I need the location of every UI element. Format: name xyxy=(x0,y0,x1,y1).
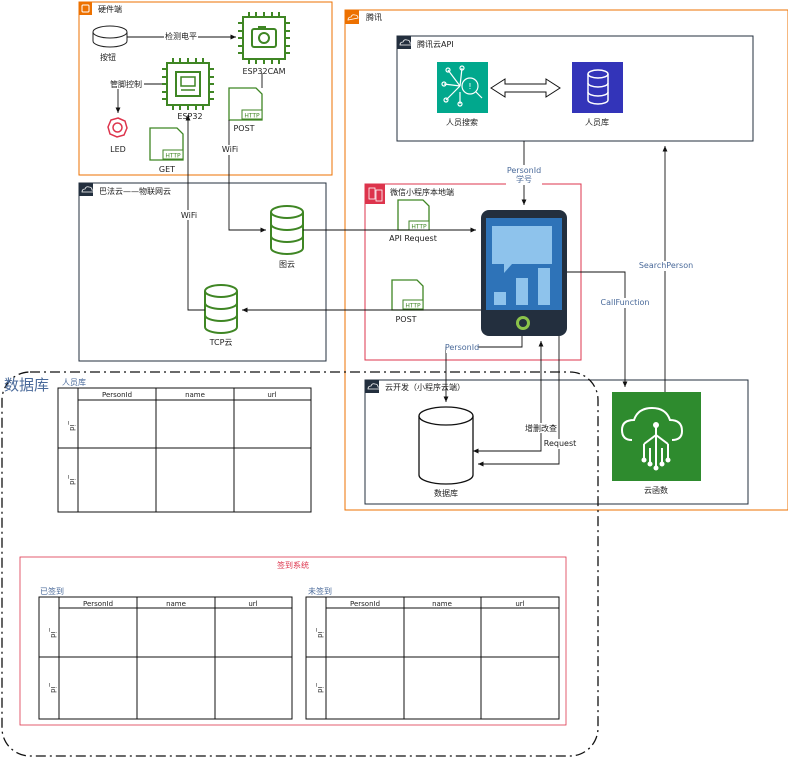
image-cloud-db-icon: 图云 xyxy=(270,205,304,269)
hardware-group-label: 硬件端 xyxy=(98,4,122,14)
tencent-api-group: 腾讯云API xyxy=(396,35,754,142)
unchecked-row-label: _id xyxy=(316,682,324,693)
get-label: GET xyxy=(159,165,175,174)
button-node: 按钮 xyxy=(92,25,128,62)
checked-header-url: url xyxy=(248,600,257,608)
esp32-label: ESP32 xyxy=(177,112,202,121)
database-group: 数据库 xyxy=(1,371,599,757)
person-lib-db-icon: 人员库 xyxy=(572,62,623,127)
unchecked-header-name: name xyxy=(432,600,452,608)
checked-header-personid: PersonId xyxy=(83,600,113,608)
database-group-label: 数据库 xyxy=(4,376,49,394)
checkin-group-label: 签到系统 xyxy=(277,560,309,570)
person-search-label: 人员搜索 xyxy=(446,117,478,127)
svg-text:HTTP: HTTP xyxy=(405,303,421,310)
tencent-api-cloud-icon xyxy=(397,36,411,49)
edge-label-search-person: SearchPerson xyxy=(639,261,693,270)
database-node-label: 数据库 xyxy=(434,488,458,498)
edge-label-crud: 增删改查 xyxy=(525,423,557,433)
post-hw-label: POST xyxy=(233,124,254,133)
led-icon: LED xyxy=(107,117,128,154)
people-header-name: name xyxy=(185,391,205,399)
tencent-cloud-icon xyxy=(345,10,359,24)
person-search-icon: ! 人员搜索 xyxy=(437,62,488,127)
unchecked-table: 未签到 PersonId name url _id _id xyxy=(305,586,560,720)
edge-label-studentno: 学号 xyxy=(516,174,532,184)
bafa-group-label: 巴法云——物联网云 xyxy=(99,186,171,196)
checked-table-title: 已签到 xyxy=(40,586,64,596)
person-lib-label: 人员库 xyxy=(585,117,609,127)
people-table-title: 人员库 xyxy=(62,377,86,387)
esp32cam-chip-icon xyxy=(238,12,290,64)
edge-label-personid-top: PersonId xyxy=(507,166,541,175)
unchecked-row-label: _id xyxy=(316,627,324,638)
post-local-label: POST xyxy=(395,315,416,324)
edge-label-request: Request xyxy=(544,439,577,448)
checked-table: 已签到 PersonId name url _id _id xyxy=(38,586,293,720)
edge-label-pin-control: 管脚控制 xyxy=(110,79,142,89)
database-cylinder: 数据库 xyxy=(418,406,474,498)
post-http-icon: HTTP POST xyxy=(228,87,263,133)
people-header-url: url xyxy=(267,391,276,399)
tencent-api-group-label: 腾讯云API xyxy=(417,39,454,49)
api-request-http-icon: HTTP API Request xyxy=(389,199,437,243)
edge-phone-db-request xyxy=(478,336,560,467)
api-request-label: API Request xyxy=(389,234,437,243)
svg-text:HTTP: HTTP xyxy=(244,113,260,120)
bidirectional-arrow-icon xyxy=(490,78,561,98)
checked-row-label: _id xyxy=(49,682,57,693)
tencent-group: 腾讯 xyxy=(344,9,788,511)
tencent-group-label: 腾讯 xyxy=(366,12,382,22)
edge-label-personid: PersonId xyxy=(445,343,479,352)
esp32-chip-icon xyxy=(162,58,214,110)
button-label: 按钮 xyxy=(100,52,116,62)
cloud-function-label: 云函数 xyxy=(644,485,668,495)
get-http-icon: HTTP GET xyxy=(149,127,184,174)
svg-text:HTTP: HTTP xyxy=(411,224,427,231)
edge-post-imagecloud xyxy=(228,120,266,233)
cloud-dev-group-label: 云开发（小程序云端） xyxy=(385,382,465,392)
wechat-local-group-label: 微信小程序本地端 xyxy=(390,187,454,197)
bafa-group: 巴法云——物联网云 xyxy=(78,182,327,362)
led-label: LED xyxy=(110,145,126,154)
edge-db-phone-crud xyxy=(473,341,544,454)
cloud-function-icon: 云函数 xyxy=(612,392,701,495)
edge-phone-cloudfn xyxy=(567,271,628,387)
svg-text:HTTP: HTTP xyxy=(165,153,181,160)
cloud-dev-cloud-icon xyxy=(365,380,379,393)
esp32cam-label: ESP32CAM xyxy=(242,67,285,76)
cloud-dev-group: 云开发（小程序云端） xyxy=(364,379,749,505)
people-header-personid: PersonId xyxy=(102,391,132,399)
edge-label-call-function: CallFunction xyxy=(601,298,650,307)
bafa-cloud-icon xyxy=(79,183,93,196)
svg-text:!: ! xyxy=(468,82,471,91)
edge-label-wifi-2: WiFi xyxy=(181,211,197,220)
people-table: 人员库 PersonId name url _id _id xyxy=(57,377,312,513)
hardware-group: 硬件端 xyxy=(78,1,333,176)
checked-row-label: _id xyxy=(49,627,57,638)
tcp-cloud-db-icon: TCP云 xyxy=(204,284,238,347)
tcp-cloud-label: TCP云 xyxy=(209,338,233,347)
checkin-group: 签到系统 xyxy=(19,556,567,726)
hardware-group-icon xyxy=(79,2,92,15)
mobile-phone-icon xyxy=(481,210,567,336)
unchecked-table-title: 未签到 xyxy=(308,586,332,596)
edge-label-wifi-1: WiFi xyxy=(222,145,238,154)
people-row-label: _id xyxy=(68,420,76,431)
unchecked-header-personid: PersonId xyxy=(350,600,380,608)
image-cloud-label: 图云 xyxy=(279,260,295,269)
edge-tcp-esp32 xyxy=(185,115,205,311)
edge-label-detect-level: 检测电平 xyxy=(165,31,197,41)
unchecked-header-url: url xyxy=(515,600,524,608)
post-local-http-icon: HTTP POST xyxy=(391,279,424,324)
people-row-label: _id xyxy=(68,474,76,485)
checked-header-name: name xyxy=(166,600,186,608)
